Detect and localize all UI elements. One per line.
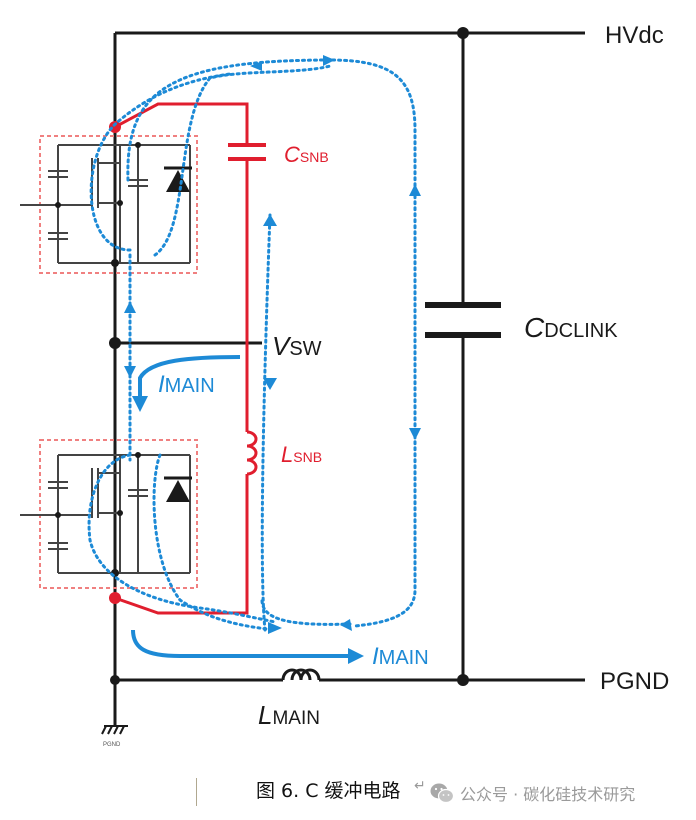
junction-dots xyxy=(109,27,469,686)
watermark-text: 公众号 · 碳化硅技术研究 xyxy=(460,785,636,804)
bottom-mosfet-module xyxy=(20,439,198,589)
csnb-label: CSNB xyxy=(284,142,329,167)
current-arrows xyxy=(124,55,421,634)
imain-arrowhead-top xyxy=(132,396,148,412)
vsw-label: VSW xyxy=(272,331,322,361)
watermark: 公众号 · 碳化硅技术研究 xyxy=(430,780,635,806)
wechat-icon xyxy=(430,783,454,804)
dclink-capacitor xyxy=(425,302,501,338)
hvdc-label: HVdc xyxy=(605,22,664,49)
current-loop-dotted xyxy=(87,58,417,632)
figure-caption: 图 6. C 缓冲电路 xyxy=(256,780,401,802)
snubber-circuit-diagram: HVdc PGND VSW CSNB LSNB CDCLINK IMAIN IM… xyxy=(20,22,669,748)
imain-label-bottom: IMAIN xyxy=(372,643,429,670)
imain-label-top: IMAIN xyxy=(158,371,215,398)
lmain-label: LMAIN xyxy=(258,700,320,730)
top-mosfet-module xyxy=(20,135,198,274)
lsnb-label: LSNB xyxy=(281,442,322,467)
snubber-node-bottom xyxy=(109,592,121,604)
csnb-capacitor xyxy=(228,143,266,161)
lmain-inductor xyxy=(281,668,321,682)
ground-symbol xyxy=(101,725,128,735)
pgnd-label: PGND xyxy=(600,668,669,695)
imain-arrow-top xyxy=(138,355,241,398)
power-wires xyxy=(113,31,585,726)
snubber-node-top xyxy=(109,121,121,133)
caption-divider xyxy=(196,778,197,806)
imain-arrow-bottom xyxy=(131,629,350,658)
imain-arrowhead-bottom xyxy=(348,648,364,664)
cdclink-label: CDCLINK xyxy=(524,312,618,343)
ground-label: PGND xyxy=(103,742,121,748)
return-mark: ↵ xyxy=(414,778,426,794)
